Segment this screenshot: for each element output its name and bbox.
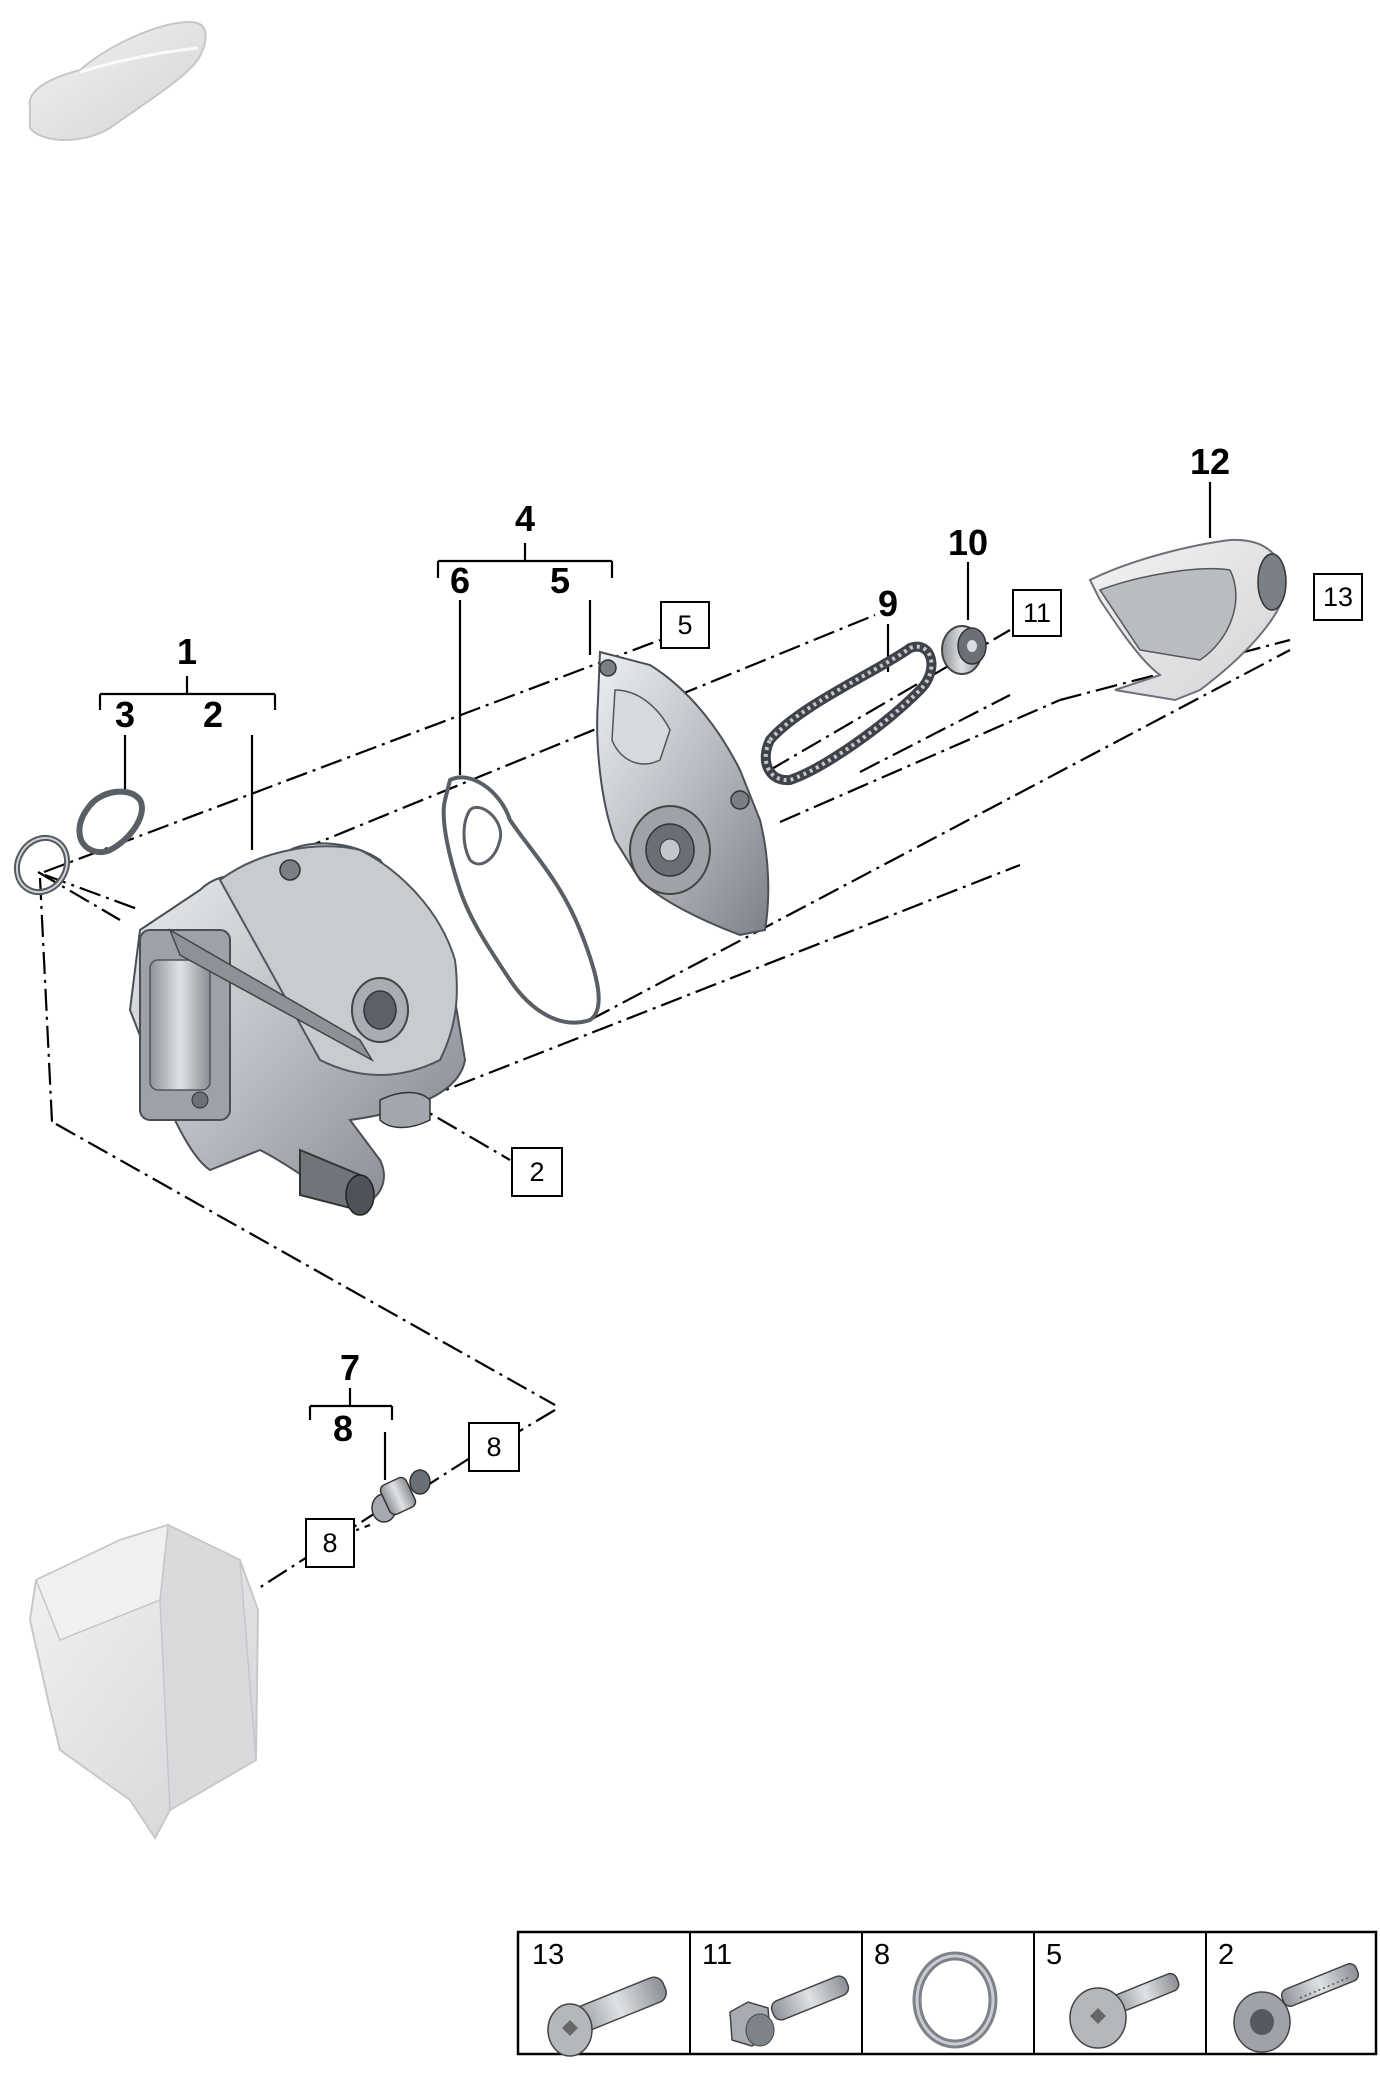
torx-bolt-icon <box>547 1976 667 2057</box>
boxed-reference-5: 5 <box>660 601 710 649</box>
fastener-number-8: 8 <box>874 1939 890 1971</box>
ghosted-oil-cooler-part <box>28 1523 260 1840</box>
threaded-stud-bolt-icon <box>1233 1963 1360 2053</box>
boxed-reference-13: 13 <box>1313 573 1363 621</box>
hex-flange-bolt-icon <box>729 1975 850 2047</box>
alignment-lines <box>37 613 1291 1591</box>
fastener-cell-13: 13 <box>532 1939 667 2057</box>
boxed-reference-13-label: 13 <box>1323 582 1353 612</box>
callout-1: 1 <box>177 631 197 672</box>
callout-12: 12 <box>1190 441 1230 482</box>
large-housing-gasket-part <box>441 775 601 1025</box>
drive-pulley-part <box>941 625 987 675</box>
callout-8: 8 <box>333 1408 353 1449</box>
shaped-gasket-part <box>76 788 145 856</box>
boxed-reference-8-upper: 8 <box>468 1422 520 1472</box>
boxed-reference-5-label: 5 <box>677 610 692 640</box>
callout-5: 5 <box>550 560 570 601</box>
fastener-table: 13 11 8 5 <box>516 1930 1378 2057</box>
leader-lines <box>98 482 1212 1480</box>
coolant-pump-housing-part <box>128 842 467 1216</box>
boxed-reference-8-upper-label: 8 <box>486 1432 501 1462</box>
boxed-reference-8-lower-label: 8 <box>322 1528 337 1558</box>
callout-6: 6 <box>450 560 470 601</box>
callout-labels: 1 3 2 4 6 5 9 10 12 7 8 <box>115 441 1230 1449</box>
boxed-reference-11-label: 11 <box>1023 598 1051 628</box>
fastener-number-2: 2 <box>1218 1939 1234 1971</box>
fastener-cell-5: 5 <box>1046 1939 1180 2049</box>
boxed-reference-8-lower: 8 <box>305 1518 355 1568</box>
fastener-cell-11: 11 <box>702 1939 850 2047</box>
fastener-cell-8: 8 <box>874 1939 998 2049</box>
drain-plug-part <box>371 1469 431 1523</box>
callout-3: 3 <box>115 694 135 735</box>
vehicle-thumbnail-icon <box>28 20 207 141</box>
fastener-cell-2: 2 <box>1218 1939 1360 2053</box>
callout-7: 7 <box>340 1347 360 1388</box>
fastener-number-13: 13 <box>532 1939 564 1971</box>
boxed-reference-2: 2 <box>511 1147 563 1197</box>
boxed-reference-2-label: 2 <box>529 1157 544 1187</box>
fastener-number-5: 5 <box>1046 1939 1062 1971</box>
ring-gasket-part <box>13 834 71 896</box>
drive-belt-part <box>760 641 937 786</box>
torx-flange-screw-icon <box>1069 1972 1180 2049</box>
callout-4: 4 <box>515 498 535 539</box>
callout-9: 9 <box>878 583 898 624</box>
pump-cover-plate-part <box>596 650 770 937</box>
fastener-number-11: 11 <box>702 1939 732 1971</box>
callout-10: 10 <box>948 522 988 563</box>
callout-2: 2 <box>203 694 223 735</box>
o-ring-icon <box>912 1951 998 2049</box>
boxed-reference-11: 11 <box>1012 589 1062 637</box>
pump-drive-cover-part <box>1088 538 1287 702</box>
